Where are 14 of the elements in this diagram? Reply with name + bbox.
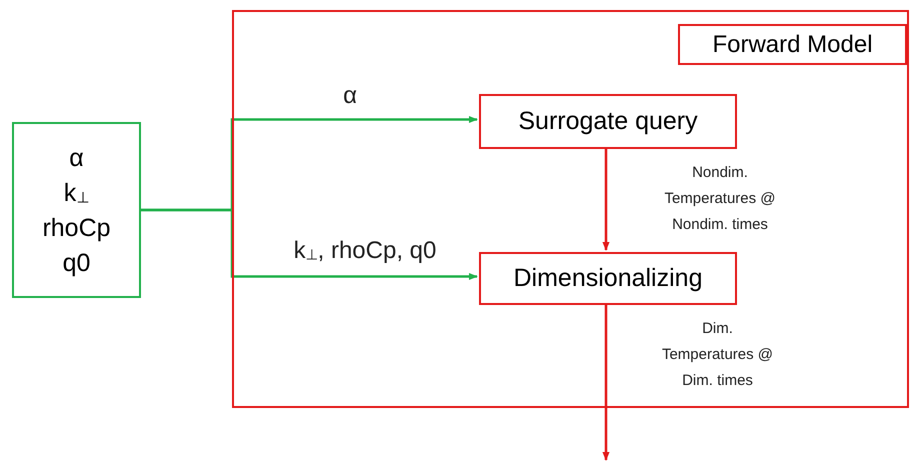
arrow [141, 208, 478, 280]
step-label: Dimensionalizing [514, 264, 702, 293]
parameter-name: rhoCp [41, 214, 112, 243]
arrow [602, 303, 610, 461]
input-parameter-box [12, 122, 141, 298]
frame-title: Forward Model [678, 24, 907, 65]
parameter-name: k$_{⊥}$ [62, 179, 90, 208]
arrow [602, 147, 610, 251]
parameter-name: α [68, 144, 85, 173]
parameter-name: q0 [62, 249, 92, 278]
step-label: Surrogate query [518, 107, 698, 136]
process-box [479, 94, 737, 149]
model-frame [232, 10, 909, 408]
process-box [479, 252, 737, 305]
